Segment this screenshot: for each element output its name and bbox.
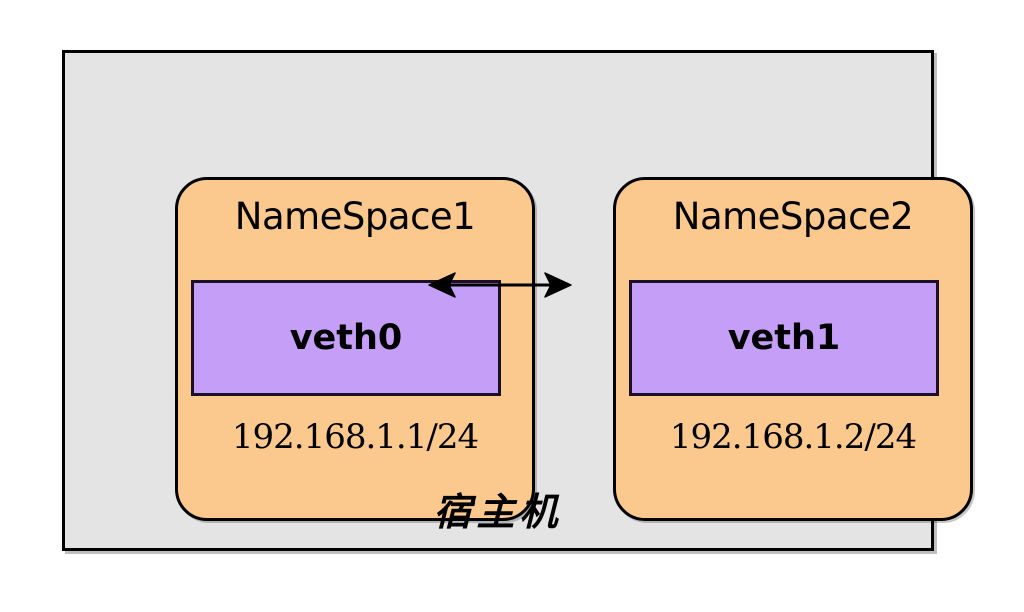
veth-device-label-0: veth0 [289, 317, 403, 358]
ip-address-label-2: 192.168.1.2/24 [669, 417, 917, 457]
namespace-box-1[interactable]: NameSpace1 veth0 192.168.1.1/24 [175, 177, 535, 521]
host-machine-container: NameSpace1 veth0 192.168.1.1/24 NameSpac… [62, 50, 973, 551]
double-arrow-icon [428, 272, 572, 298]
host-machine-caption: 宿主机 [433, 489, 563, 534]
veth-device-box-1[interactable]: veth1 [629, 280, 939, 396]
namespace-box-2[interactable]: NameSpace2 veth1 192.168.1.2/24 [613, 177, 973, 521]
ip-address-label-1: 192.168.1.1/24 [231, 417, 479, 457]
veth-pair-connector [425, 262, 575, 308]
namespace-title-1: NameSpace1 [234, 195, 476, 238]
veth-device-label-1: veth1 [727, 317, 841, 358]
veth-device-box-0[interactable]: veth0 [191, 280, 501, 396]
namespace-title-2: NameSpace2 [672, 195, 914, 238]
